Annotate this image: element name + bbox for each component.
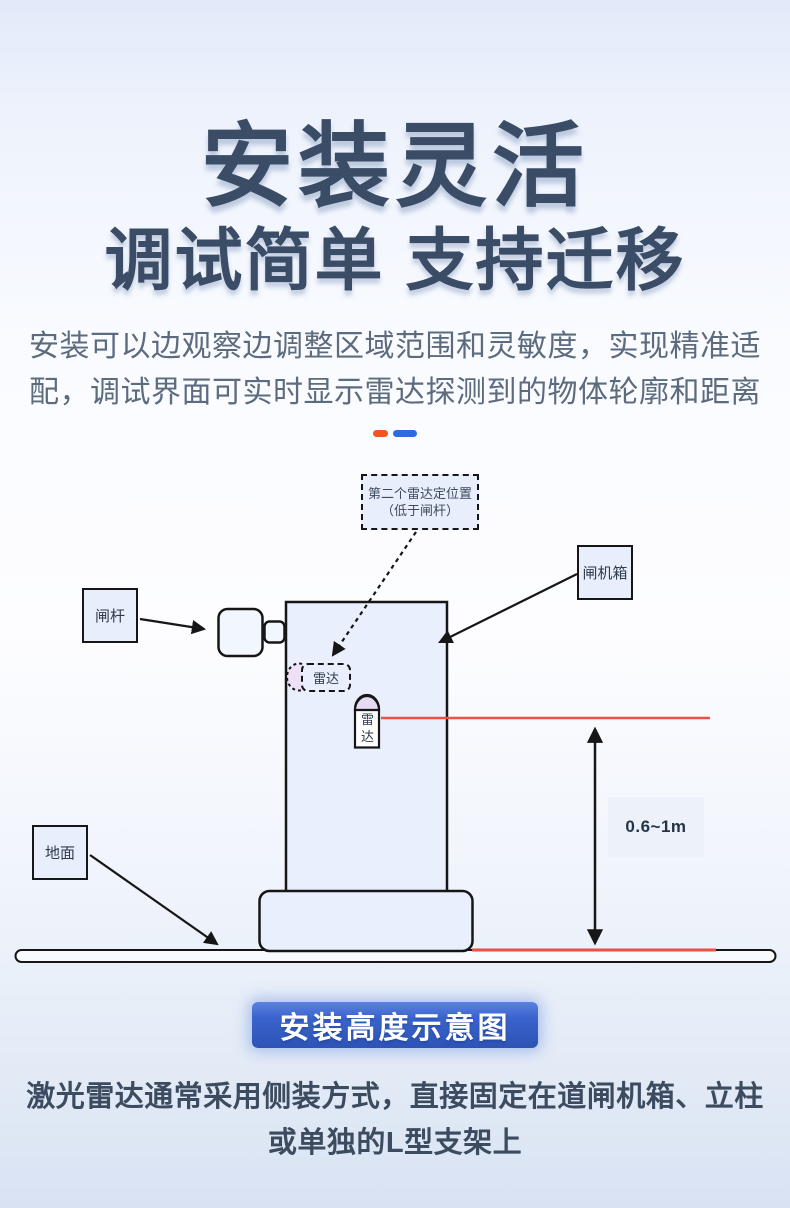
footer-line2: 或单独的L型支架上: [267, 1127, 523, 1159]
caption-badge: 安装高度示意图: [252, 1002, 538, 1048]
barrier-arm-pointer-arrow: [139, 617, 207, 635]
gate-cabinet-label: 闸机箱: [577, 545, 633, 600]
page-title-line1: 安装灵活: [200, 116, 589, 218]
barrier-arm-block-large: [217, 607, 264, 658]
second-radar-note-line2: （低于闸杆）: [380, 503, 459, 518]
barrier-arm-block-small: [263, 620, 286, 644]
divider-blue-pill: [393, 430, 417, 438]
footer-paragraph: 激光雷达通常采用侧装方式，直接固定在道闸机箱、立柱 或单独的L型支架上: [0, 1074, 790, 1166]
section-divider: [0, 430, 790, 438]
cabinet-base: [258, 889, 474, 953]
barrier-arm-label: 闸杆: [82, 588, 138, 643]
intro-line1: 安装可以边观察边调整区域范围和灵敏度，实现精准适: [29, 330, 761, 363]
page-title-line2: 调试简单 支持迁移: [104, 223, 686, 299]
intro-line2: 配，调试界面可实时显示雷达探测到的物体轮廓和距离: [29, 376, 761, 409]
ground-label: 地面: [32, 825, 88, 880]
radar-device-label: 雷达: [360, 712, 374, 744]
second-radar-position-note: 第二个雷达定位置 （低于闸杆）: [361, 474, 479, 530]
footer-line1: 激光雷达通常采用侧装方式，直接固定在道闸机箱、立柱: [26, 1081, 764, 1113]
radar-device-dome: [353, 694, 381, 712]
divider-orange-pill: [373, 430, 388, 438]
second-radar-dashed-arrow: [331, 531, 417, 657]
height-range-value: 0.6~1m: [608, 797, 704, 857]
ground-pointer-arrow: [89, 854, 219, 946]
intro-paragraph: 安装可以边观察边调整区域范围和灵敏度，实现精准适 配，调试界面可实时显示雷达探测…: [0, 324, 790, 416]
second-radar-note-line1: 第二个雷达定位置: [367, 486, 472, 501]
gate-cabinet-pointer-arrow: [438, 573, 578, 644]
side-radar-label: 雷达: [301, 663, 351, 692]
